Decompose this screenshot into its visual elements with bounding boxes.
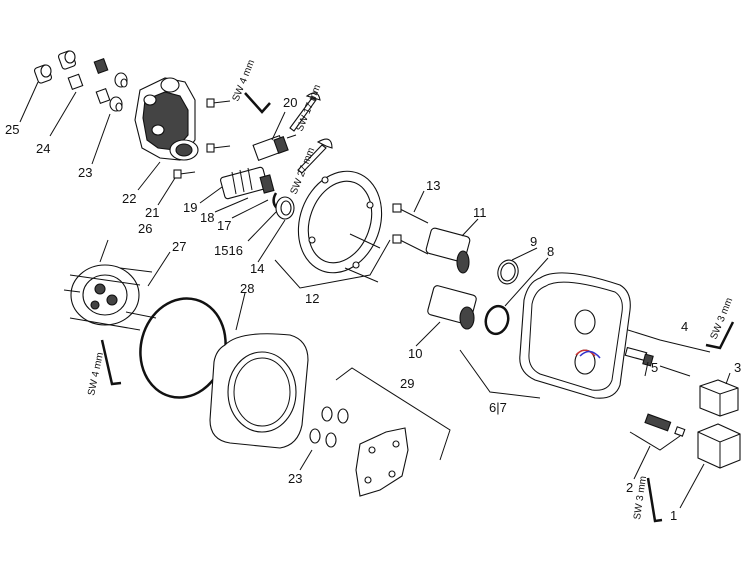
label-5: 5 — [651, 360, 658, 375]
label-9: 9 — [530, 234, 537, 249]
label-29: 29 — [400, 376, 414, 391]
label-22: 22 — [122, 191, 136, 206]
label-20: 20 — [283, 95, 297, 110]
label-24: 24 — [36, 141, 50, 156]
label-26: 26 — [138, 221, 152, 236]
label-1: 1 — [670, 508, 677, 523]
tool-label-sw4-left: SW 4 mm — [86, 351, 106, 396]
label-14: 14 — [250, 261, 264, 276]
label-6-7: 6|7 — [489, 400, 507, 415]
part-1-knob — [697, 423, 741, 469]
part-labels: 25 24 23 22 21 19 18 17 1516 14 20 13 11… — [5, 95, 741, 523]
label-27: 27 — [172, 239, 186, 254]
part-14-nut — [275, 196, 295, 220]
tool-label-sw17: SW 17 mm — [295, 83, 324, 133]
tool-label-sw3-bottom: SW 3 mm — [632, 475, 649, 520]
part-26-mounting-flange — [63, 264, 141, 331]
part-10-sleeve — [427, 285, 477, 330]
label-13: 13 — [426, 178, 440, 193]
part-4-spindle — [624, 346, 691, 377]
part-25-cap — [33, 50, 77, 84]
label-25: 25 — [5, 122, 19, 137]
part-9-ring — [497, 259, 519, 285]
label-23-bottom: 23 — [288, 471, 302, 486]
allen-key-sw4-top: SW 4 mm — [231, 58, 271, 114]
label-4: 4 — [681, 319, 688, 334]
label-3: 3 — [734, 360, 741, 375]
part-8-ring — [484, 304, 510, 336]
leader-lines — [19, 81, 731, 509]
part-24-nipple — [67, 57, 111, 105]
part-28-mounting-frame — [209, 333, 309, 449]
part-23-o-rings-bottom — [309, 406, 349, 448]
label-1516: 1516 — [214, 243, 243, 258]
part-12-rosette-plate — [297, 170, 383, 283]
part-3-knob — [699, 379, 739, 417]
housing-screws — [173, 98, 231, 179]
label-18: 18 — [200, 210, 214, 225]
label-2: 2 — [626, 480, 633, 495]
label-23-top: 23 — [78, 165, 92, 180]
label-19: 19 — [183, 200, 197, 215]
tool-label-sw3-right: SW 3 mm — [709, 296, 736, 341]
allen-key-sw3-right: SW 3 mm — [705, 296, 736, 350]
part-11-sleeve — [425, 227, 471, 274]
label-17: 17 — [217, 218, 231, 233]
part-22-housing — [134, 77, 199, 161]
part-29-plate — [355, 427, 409, 497]
part-13-screws — [392, 203, 429, 255]
part-2-insert — [644, 413, 686, 437]
tool-label-sw4-top: SW 4 mm — [231, 58, 258, 103]
allen-key-sw4-left: SW 4 mm — [86, 339, 122, 397]
label-11: 11 — [473, 205, 487, 220]
label-10: 10 — [408, 346, 422, 361]
label-8: 8 — [547, 244, 554, 259]
part-6-7-trim-plate — [519, 272, 631, 399]
part-19-thermo-cartridge — [220, 166, 275, 200]
allen-key-sw3-bottom: SW 3 mm — [632, 475, 663, 523]
part-23-o-rings-top — [109, 72, 128, 112]
label-28: 28 — [240, 281, 254, 296]
label-21: 21 — [145, 205, 159, 220]
part-20-cartridge — [252, 134, 297, 162]
label-12: 12 — [305, 291, 319, 306]
